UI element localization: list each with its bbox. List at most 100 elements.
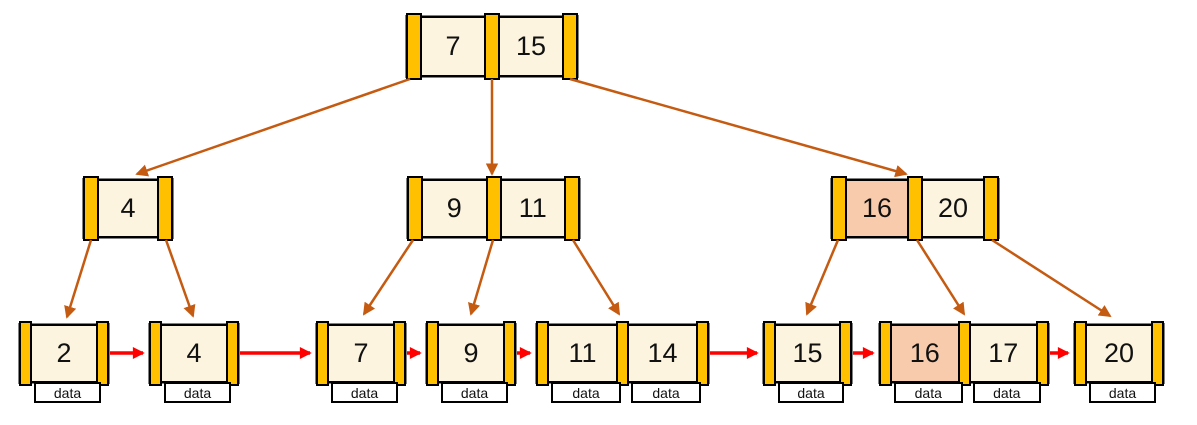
key-cell: 20 [921, 179, 985, 238]
key-cell: 11 [499, 179, 566, 238]
pointer-cell [484, 13, 500, 80]
key-cell: 9 [421, 179, 488, 238]
data-box-label: data [797, 384, 825, 401]
key-cell: 7 data [327, 324, 398, 403]
key-label: 17 [988, 338, 1019, 368]
data-box-label: data [53, 384, 82, 401]
pointer-cell [407, 176, 423, 241]
internal-node-4: 4 [82, 176, 174, 241]
leaf-node-7: 7 data [315, 321, 407, 403]
pointer-cell [157, 176, 173, 241]
leaf-node-15: 15 data [762, 321, 853, 403]
leaf-node-16-17: 16 data 17 data [878, 321, 1050, 403]
data-box: data [34, 382, 101, 403]
internal-4-to-leaf-4-arrow [164, 239, 196, 318]
key-label: 20 [937, 193, 969, 223]
pointer-cell [393, 321, 406, 386]
key-cell-highlighted: 16 data [890, 324, 963, 403]
pointer-cell [83, 176, 99, 241]
data-box-label: data [183, 384, 212, 401]
pointer-cell [406, 13, 422, 80]
key-cell: 4 data [160, 324, 231, 403]
key-label: 15 [515, 31, 547, 61]
key-label: 11 [518, 193, 547, 223]
root-to-internal-4-arrow [135, 77, 411, 177]
pointer-cell [879, 321, 892, 386]
key-label: 7 [445, 31, 461, 61]
key-cell: 9 data [437, 324, 508, 403]
internal-9-11-to-leaf-11-14-arrow [571, 239, 621, 316]
pointer-cell [426, 321, 439, 386]
pointer-cell [564, 176, 580, 241]
root-to-internal-16-20-arrow [569, 77, 908, 178]
data-box-label: data [572, 384, 600, 401]
key-cell: 7 [420, 16, 486, 77]
data-box-label: data [652, 384, 680, 401]
pointer-cell [616, 321, 629, 386]
pointer-cell [562, 13, 578, 80]
root-node: 7 15 [405, 13, 579, 80]
leaf-node-20: 20 data [1073, 321, 1165, 403]
pointer-cell [696, 321, 709, 386]
pointer-cell [149, 321, 162, 386]
key-label: 4 [186, 338, 202, 368]
pointer-cell [763, 321, 776, 386]
pointer-cell [316, 321, 329, 386]
key-label: 4 [120, 193, 136, 223]
pointer-cell [226, 321, 239, 386]
pointer-cell [839, 321, 852, 386]
key-cell-highlighted: 16 [845, 179, 909, 238]
data-box-label: data [350, 384, 379, 401]
key-cell: 2 data [30, 324, 101, 403]
data-box-label: data [914, 384, 942, 401]
internal-node-16-20: 16 20 [830, 176, 1000, 241]
pointer-cell [503, 321, 516, 386]
data-box-label: data [993, 384, 1021, 401]
data-box: data [972, 382, 1041, 403]
internal-9-11-to-leaf-9-arrow [468, 239, 495, 316]
internal-16-20-to-leaf-20-arrow [991, 238, 1112, 318]
data-box: data [778, 382, 844, 403]
pointer-cell [907, 176, 923, 241]
data-box: data [631, 382, 701, 403]
pointer-cell [983, 176, 999, 241]
key-label: 20 [1103, 338, 1135, 368]
key-label: 11 [568, 338, 597, 368]
data-box: data [894, 382, 963, 403]
pointer-cell [1151, 321, 1164, 386]
key-label: 16 [861, 193, 893, 223]
key-label: 7 [353, 338, 369, 368]
key-label: 15 [792, 338, 823, 368]
internal-4-to-leaf-2-arrow [64, 239, 93, 319]
key-cell: 11 data [547, 324, 621, 403]
internal-16-20-to-leaf-15-arrow [805, 239, 840, 316]
pointer-cell [19, 321, 32, 386]
pointer-cell [1074, 321, 1087, 386]
key-cell: 17 data [968, 324, 1041, 403]
key-cell: 14 data [627, 324, 701, 403]
pointer-cell [485, 176, 502, 241]
key-cell: 15 [498, 16, 564, 77]
internal-16-20-to-leaf-16-17-arrow [915, 239, 966, 316]
pointer-cell [536, 321, 549, 386]
leaf-node-2: 2 data [18, 321, 110, 403]
key-cell: 4 [97, 179, 159, 238]
data-box-label: data [460, 384, 489, 401]
key-label: 9 [446, 193, 462, 223]
key-cell: 15 data [774, 324, 844, 403]
pointer-cell [957, 321, 971, 386]
data-box: data [441, 382, 508, 403]
leaf-node-9: 9 data [425, 321, 517, 403]
key-label: 2 [56, 338, 72, 368]
internal-9-11-to-leaf-7-arrow [362, 239, 415, 316]
data-box: data [551, 382, 621, 403]
data-box: data [164, 382, 231, 403]
leaf-node-11-14: 11 data 14 data [535, 321, 710, 403]
key-label: 9 [463, 338, 479, 368]
internal-node-9-11: 9 11 [406, 176, 581, 241]
key-label: 14 [647, 338, 678, 368]
pointer-cell [1036, 321, 1049, 386]
key-cell: 20 data [1085, 324, 1156, 403]
key-label: 16 [909, 338, 940, 368]
pointer-cell [831, 176, 847, 241]
